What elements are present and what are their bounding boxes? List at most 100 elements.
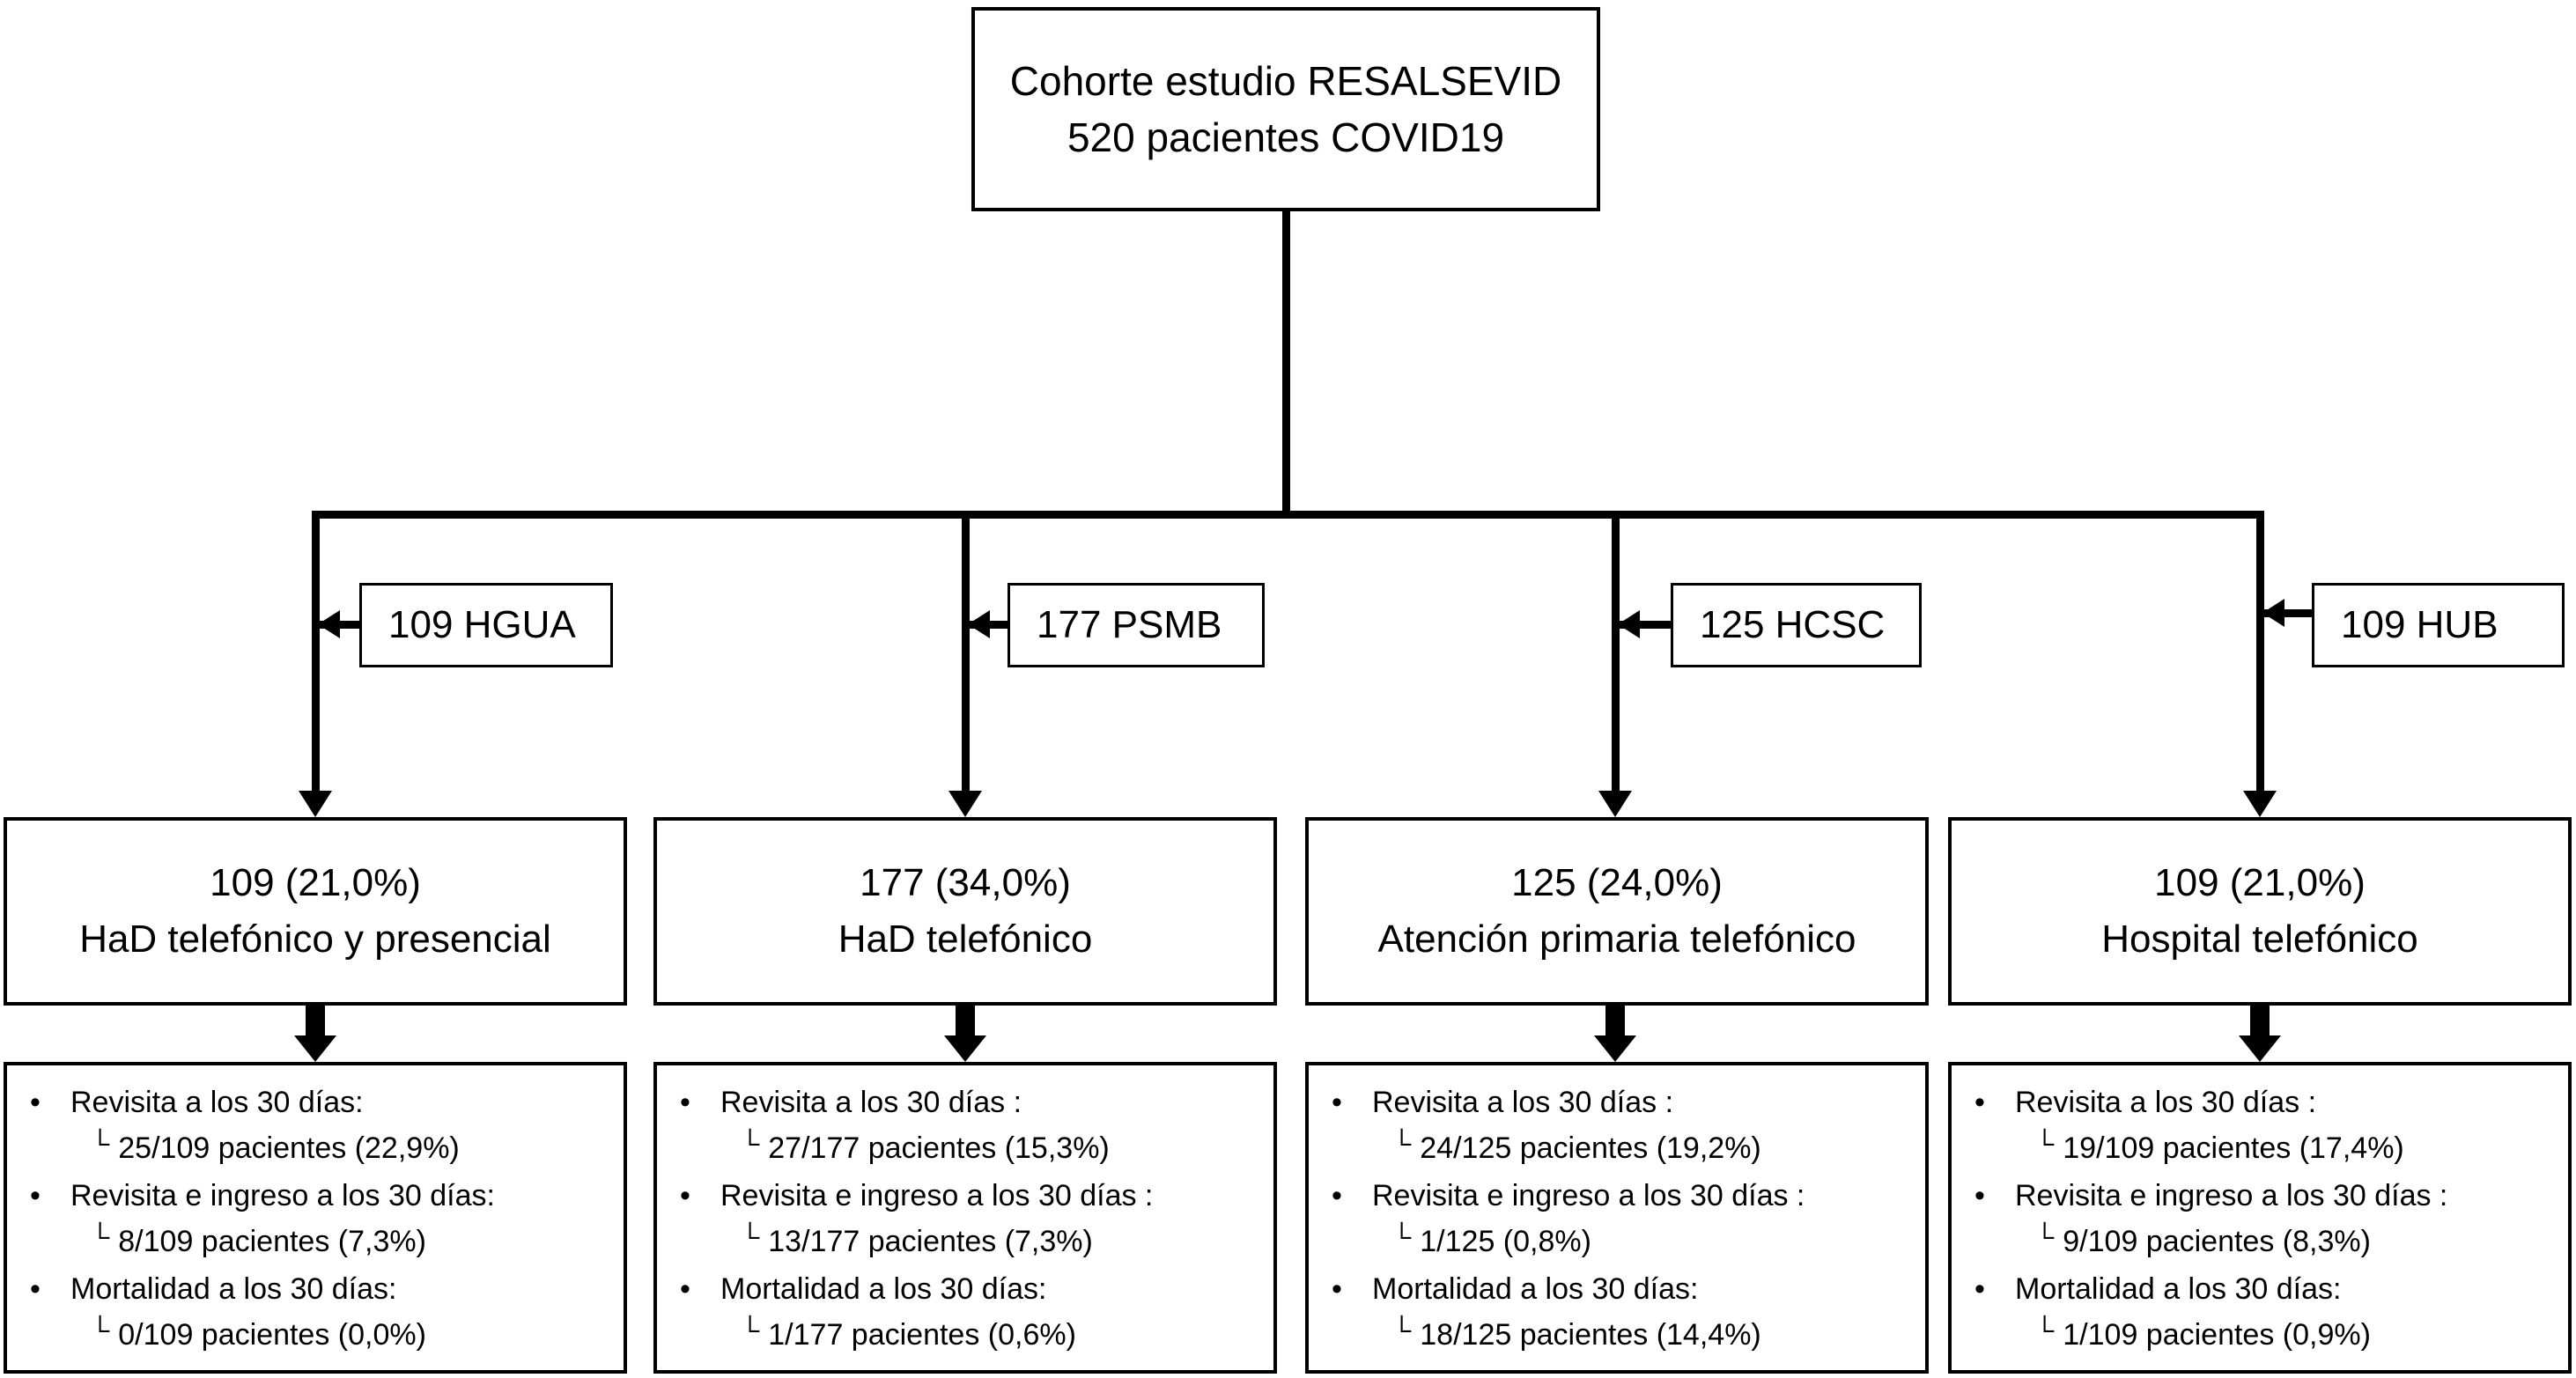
outcomes-box-4: • Revisita a los 30 días : └ 19/109 pacie… [1948, 1062, 2572, 1374]
sub-marker-icon: └ [1392, 1316, 1412, 1345]
outcome-value: 8/109 pacientes (7,3%) [118, 1225, 426, 1258]
outcome-value-row: └ 19/109 pacientes (17,4%) [1952, 1125, 2568, 1173]
branch-arrowhead-down-icon-4 [2243, 791, 2277, 817]
branch-arrowhead-down-icon-1 [299, 791, 332, 817]
site-label: 125 HCSC [1700, 603, 1886, 646]
branch-arrowhead-down-icon-3 [1598, 791, 1632, 817]
allocation-count: 177 (34,0%) [860, 861, 1071, 904]
bullet-icon: • [1974, 1179, 1985, 1212]
site-label: 177 PSMB [1037, 603, 1222, 646]
branch-line-1 [312, 511, 320, 792]
allocation-count: 109 (21,0%) [2154, 861, 2366, 904]
site-box-hgua: 109 HGUA [359, 583, 613, 667]
sub-marker-icon: └ [741, 1316, 760, 1345]
branch-arrowhead-down-icon-2 [948, 791, 982, 817]
outcome-label-row: • Revisita a los 30 días : [657, 1080, 1273, 1125]
column-arrow-head-icon-4 [2239, 1035, 2281, 1062]
sub-marker-icon: └ [91, 1316, 110, 1345]
outcome-label-row: • Revisita e ingreso a los 30 días : [657, 1173, 1273, 1219]
outcomes-box-2: • Revisita a los 30 días : └ 27/177 pacie… [653, 1062, 1277, 1374]
outcome-label: Revisita a los 30 días : [720, 1086, 1022, 1119]
outcome-label-row: • Mortalidad a los 30 días: [7, 1266, 624, 1312]
column-arrow-stem-3 [1605, 1006, 1625, 1037]
outcome-label-row: • Revisita e ingreso a los 30 días : [1309, 1173, 1925, 1219]
bullet-icon: • [30, 1086, 41, 1119]
bullet-icon: • [1332, 1086, 1342, 1119]
outcome-label: Revisita e ingreso a los 30 días: [70, 1179, 495, 1212]
outcome-value-row: └18/125 pacientes (14,4%) [1309, 1312, 1925, 1360]
outcome-value-row: └ 27/177 pacientes (15,3%) [657, 1125, 1273, 1173]
allocation-box-1: 109 (21,0%) HaD telefónico y presencial [4, 817, 627, 1006]
site-label: 109 HUB [2341, 603, 2498, 646]
sub-marker-icon: └ [741, 1223, 760, 1252]
site-arrow-left-icon-2 [968, 610, 990, 638]
outcome-value-row: └ 9/109 pacientes (8,3%) [1952, 1219, 2568, 1266]
sub-marker-icon: └ [2035, 1316, 2055, 1345]
bullet-icon: • [30, 1179, 41, 1212]
outcome-label: Mortalidad a los 30 días: [1372, 1272, 1699, 1306]
outcome-label: Revisita a los 30 días : [2015, 1086, 2317, 1119]
column-arrow-stem-4 [2250, 1006, 2270, 1037]
column-arrow-stem-2 [956, 1006, 975, 1037]
site-box-psmb: 177 PSMB [1008, 583, 1265, 667]
outcome-label-row: • Mortalidad a los 30 días: [657, 1266, 1273, 1312]
allocation-name: HaD telefónico [838, 917, 1093, 961]
bullet-icon: • [1974, 1272, 1985, 1306]
allocation-name: HaD telefónico y presencial [79, 917, 551, 961]
column-arrow-head-icon-1 [294, 1035, 336, 1062]
allocation-count: 109 (21,0%) [210, 861, 421, 904]
outcome-value: 9/109 pacientes (8,3%) [2063, 1225, 2371, 1258]
site-label: 109 HGUA [388, 603, 576, 646]
outcome-label: Revisita e ingreso a los 30 días : [2015, 1179, 2448, 1212]
sub-marker-icon: └ [91, 1130, 110, 1159]
allocation-name: Atención primaria telefónico [1377, 917, 1856, 961]
allocation-box-3: 125 (24,0%) Atención primaria telefónico [1305, 817, 1929, 1006]
outcome-value: 0/109 pacientes (0,0%) [118, 1318, 426, 1352]
bullet-icon: • [680, 1086, 690, 1119]
outcome-label: Mortalidad a los 30 días: [70, 1272, 397, 1306]
outcome-label: Mortalidad a los 30 días: [720, 1272, 1047, 1306]
site-box-hcsc: 125 HCSC [1671, 583, 1922, 667]
outcome-label: Revisita e ingreso a los 30 días : [1372, 1179, 1805, 1212]
branch-line-2 [962, 511, 970, 792]
allocation-box-2: 177 (34,0%) HaD telefónico [653, 817, 1277, 1006]
site-arrow-left-icon-1 [318, 610, 340, 638]
site-arrow-left-icon-4 [2262, 599, 2284, 627]
outcomes-box-3: • Revisita a los 30 días : └24/125 pacie… [1305, 1062, 1929, 1374]
sub-marker-icon: └ [1392, 1223, 1412, 1252]
outcome-label-row: • Mortalidad a los 30 días: [1952, 1266, 2568, 1312]
sub-marker-icon: └ [91, 1223, 110, 1252]
site-arrow-stem-4 [2263, 609, 2312, 617]
outcome-label-row: • Revisita a los 30 días: [7, 1080, 624, 1125]
sub-marker-icon: └ [741, 1130, 760, 1159]
bullet-icon: • [1332, 1272, 1342, 1306]
outcome-label-row: • Revisita e ingreso a los 30 días: [7, 1173, 624, 1219]
bullet-icon: • [30, 1272, 41, 1306]
outcome-value-row: └ 1/177 pacientes (0,6%) [657, 1312, 1273, 1360]
site-box-hub: 109 HUB [2312, 583, 2565, 667]
outcome-value: 27/177 pacientes (15,3%) [768, 1131, 1110, 1165]
bullet-icon: • [1332, 1179, 1342, 1212]
column-arrow-head-icon-2 [944, 1035, 986, 1062]
bullet-icon: • [1974, 1086, 1985, 1119]
sub-marker-icon: └ [2035, 1223, 2055, 1252]
outcome-value: 1/125 (0,8%) [1420, 1225, 1591, 1258]
branch-line-3 [1612, 511, 1620, 792]
outcome-value: 19/109 pacientes (17,4%) [2063, 1131, 2404, 1165]
outcome-value: 13/177 pacientes (7,3%) [768, 1225, 1093, 1258]
sub-marker-icon: └ [2035, 1130, 2055, 1159]
outcome-label: Revisita e ingreso a los 30 días : [720, 1179, 1154, 1212]
root-stem-line [1282, 210, 1290, 514]
outcome-value: 1/177 pacientes (0,6%) [768, 1318, 1076, 1352]
outcome-label: Revisita a los 30 días : [1372, 1086, 1674, 1119]
outcome-value: 1/109 pacientes (0,9%) [2063, 1318, 2371, 1352]
outcome-value-row: └ 0/109 pacientes (0,0%) [7, 1312, 624, 1360]
root-cohort-line1: Cohorte estudio RESALSEVID [1009, 58, 1562, 104]
outcome-label-row: • Mortalidad a los 30 días: [1309, 1266, 1925, 1312]
allocation-box-4: 109 (21,0%) Hospital telefónico [1948, 817, 2572, 1006]
outcomes-box-1: • Revisita a los 30 días: └25/109 pacien… [4, 1062, 627, 1374]
outcome-label-row: • Revisita e ingreso a los 30 días : [1952, 1173, 2568, 1219]
allocation-name: Hospital telefónico [2101, 917, 2418, 961]
outcome-value-row: └ 8/109 pacientes (7,3%) [7, 1219, 624, 1266]
